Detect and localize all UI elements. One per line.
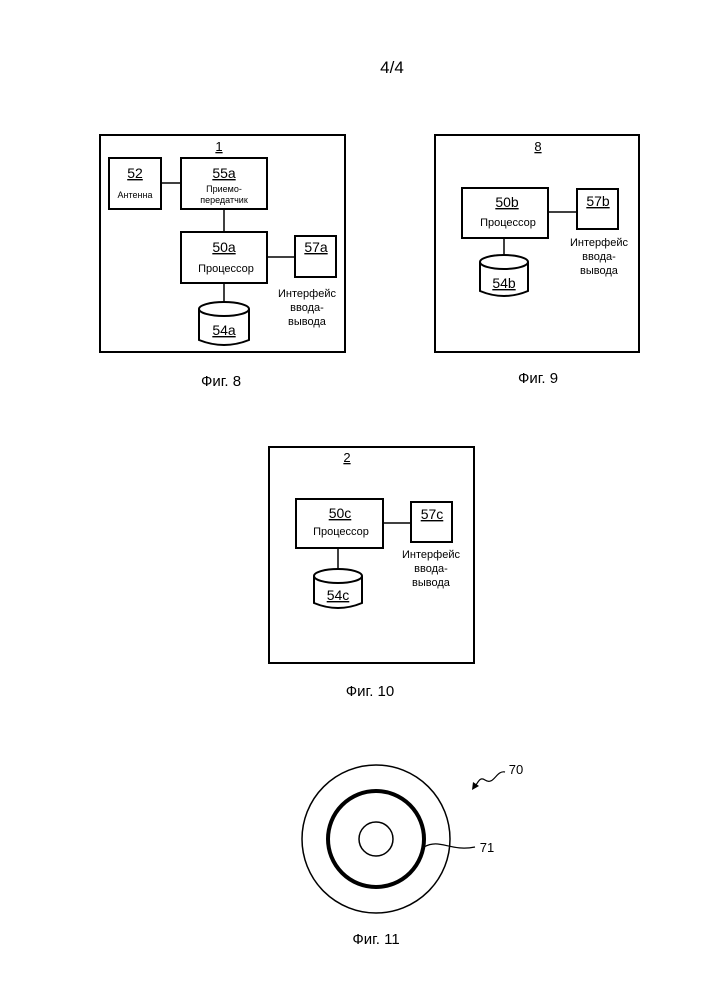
fig8-device-ref: 1 (215, 139, 222, 154)
fig11-center-hole (359, 822, 393, 856)
fig8-antenna-label: Антенна (118, 190, 153, 200)
fig11-pointer-70 (474, 772, 505, 787)
fig8-io-ref: 57a (304, 239, 328, 255)
fig8-io-label-3: вывода (288, 316, 327, 328)
fig11-disc-outer (302, 765, 450, 913)
fig8-io-label-2: ввода- (290, 302, 324, 314)
fig10-device-ref: 2 (343, 450, 350, 465)
fig8-transceiver-label-1: Приемо- (206, 184, 242, 194)
fig8-transceiver-label-2: передатчик (200, 195, 248, 205)
fig8-memory-ref: 54a (212, 322, 236, 338)
fig9-io-label-3: вывода (580, 265, 619, 277)
page-number: 4/4 (380, 58, 404, 77)
fig11-ring (328, 791, 424, 887)
fig10-diagram: 2 50c Процессор 57c Интерфейс ввода- выв… (269, 447, 474, 700)
fig9-io-label-1: Интерфейс (570, 237, 628, 249)
fig8-processor-ref: 50a (212, 239, 236, 255)
fig9-caption: Фиг. 9 (518, 370, 558, 387)
fig10-io-label-1: Интерфейс (402, 549, 460, 561)
fig8-caption: Фиг. 8 (201, 373, 241, 390)
fig11-pointer-70-arrowhead (472, 782, 479, 790)
fig11-ref-70: 70 (509, 762, 523, 777)
fig9-processor-ref: 50b (495, 194, 519, 210)
fig8-antenna-ref: 52 (127, 165, 143, 181)
fig10-io-label-2: ввода- (414, 563, 448, 575)
fig8-diagram: 1 52 Антенна 55a Приемо- передатчик 50a … (100, 135, 345, 390)
fig9-processor-label: Процессор (480, 217, 536, 229)
fig9-diagram: 8 50b Процессор 57b Интерфейс ввода- выв… (435, 135, 639, 387)
fig9-device-ref: 8 (534, 139, 541, 154)
fig10-io-ref: 57c (421, 506, 444, 522)
fig11-ref-71: 71 (480, 840, 494, 855)
fig10-processor-ref: 50c (329, 505, 352, 521)
fig8-transceiver-ref: 55a (212, 165, 236, 181)
fig11-caption: Фиг. 11 (352, 931, 399, 948)
fig8-io-label-1: Интерфейс (278, 288, 336, 300)
fig9-io-ref: 57b (586, 193, 610, 209)
fig10-caption: Фиг. 10 (346, 683, 394, 700)
fig10-io-label-3: вывода (412, 577, 451, 589)
fig10-processor-label: Процессор (313, 526, 369, 538)
fig9-io-label-2: ввода- (582, 251, 616, 263)
fig8-processor-label: Процессор (198, 263, 254, 275)
fig10-memory-ref: 54c (327, 587, 350, 603)
fig9-memory-ref: 54b (492, 275, 516, 291)
fig11-diagram: 70 71 Фиг. 11 (302, 762, 523, 948)
